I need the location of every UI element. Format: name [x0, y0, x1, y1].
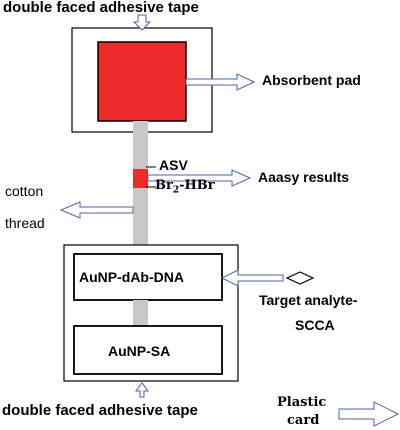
cotton-label: cotton: [5, 183, 44, 199]
cotton-thread-lower: [133, 188, 148, 245]
aunp-sa-pad: [73, 325, 223, 375]
asv-label: ASV: [159, 157, 188, 173]
absorbent-pad-label: Absorbent pad: [262, 72, 361, 88]
scca-label: SCCA: [295, 317, 335, 333]
assay-results-arrow: [147, 169, 252, 187]
aunp-dab-dna-pad: [73, 253, 223, 301]
plastic-card-arrow: [338, 401, 400, 427]
assay-results-label: Aaasy results: [258, 169, 350, 185]
target-analyte-diamond: [285, 271, 315, 285]
analyte-arrow: [220, 269, 284, 287]
bottom-tape-arrow: [135, 382, 149, 398]
detection-zone: [133, 169, 148, 188]
br2-hbr-label: Br2-HBr: [155, 179, 215, 196]
cotton-thread-arrow: [59, 201, 134, 219]
absorbent-pad: [97, 41, 187, 122]
aunp-dab-dna-label: AuNP-dAb-DNA: [79, 269, 184, 285]
aunp-sa-label: AuNP-SA: [108, 343, 171, 359]
card-label: card: [287, 413, 320, 428]
tape-top-label: double faced adhesive tape: [3, 0, 199, 16]
tape-bottom-label: double faced adhesive tape: [2, 402, 198, 419]
thread-label: thread: [5, 215, 45, 231]
br2-suffix: -HBr: [179, 178, 215, 193]
target-analyte-label: Target analyte-: [259, 292, 358, 308]
br2-prefix: Br: [155, 178, 173, 193]
plastic-label: Plastic: [277, 395, 327, 410]
br2-subscript: 2: [172, 185, 180, 196]
absorbent-pad-arrow: [185, 73, 256, 91]
cotton-thread-upper: [133, 121, 148, 169]
top-tape-arrow: [132, 14, 152, 31]
cotton-thread-middle: [133, 300, 148, 326]
